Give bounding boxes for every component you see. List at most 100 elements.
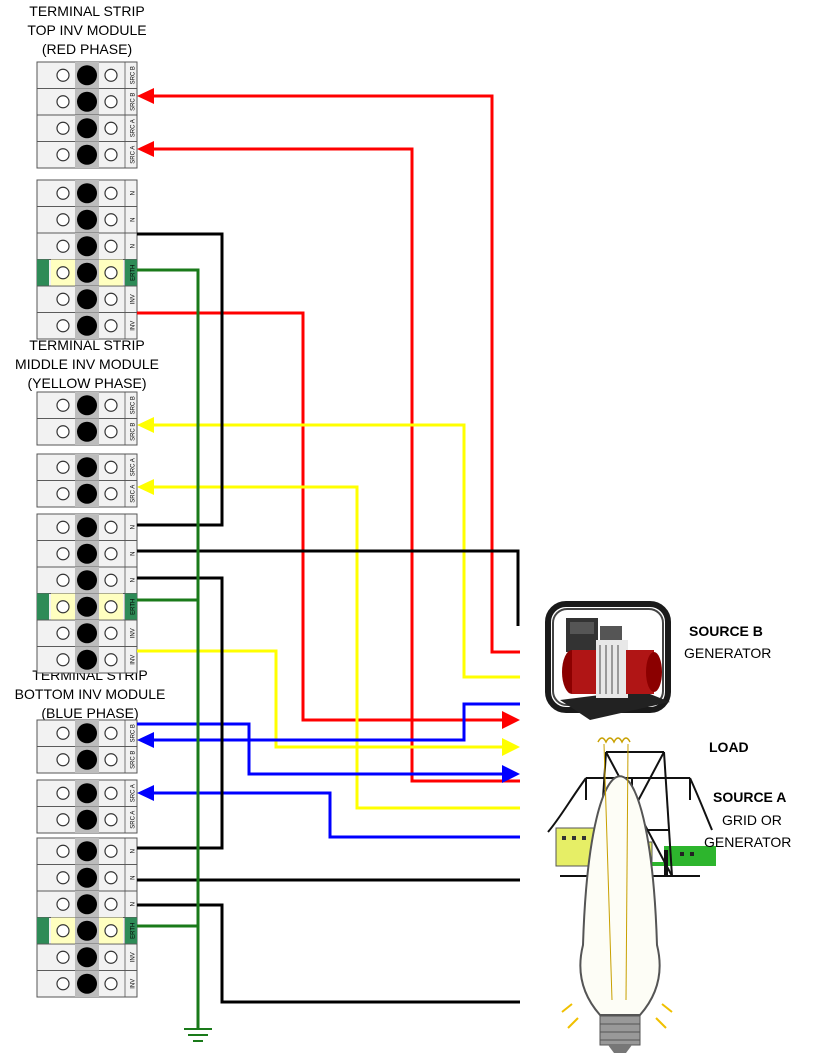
terminal-hole-icon [77,973,97,994]
screw-icon [104,487,118,501]
terminal-label: SRC B [131,93,137,111]
terminal-row-src-b: SRC B [36,719,138,747]
terminal-label: N [131,218,137,222]
screw-icon [56,239,70,253]
screw-icon [104,68,118,82]
terminal-hole-icon [77,457,97,478]
terminal-row-src-a: SRC A [36,806,138,834]
terminal-row-n: N [36,837,138,865]
terminal-label: SRC B [131,396,137,414]
screw-icon [104,626,118,640]
terminal-hole-icon [77,649,97,670]
top-module-title-line-1: TERMINAL STRIP [29,3,144,19]
screw-icon [56,626,70,640]
terminal-hole-icon [77,289,97,310]
terminal-hole-icon [77,183,97,204]
screw-icon [56,600,70,614]
terminal-row-src-b: SRC B [36,746,138,774]
terminal-label: INV [131,979,137,989]
terminal-label: N [131,525,137,529]
screw-icon [104,425,118,439]
terminal-row-inv: INV [36,646,138,674]
load-label: LOAD [709,739,749,755]
top-module-title: TERMINAL STRIP TOP INV MODULE (RED PHASE… [27,3,146,57]
terminal-hole-icon [77,144,97,165]
screw-icon [104,600,118,614]
screw-icon [104,547,118,561]
terminal-label: SRC B [131,66,137,84]
terminal-hole-icon [77,570,97,591]
terminal-label: N [131,902,137,906]
terminal-row-erth: ERTH [36,593,138,621]
top-module-title-line-2: TOP INV MODULE [27,22,146,38]
terminal-row-src-b: SRC B [36,418,138,446]
wire-red-source-a [150,147,520,783]
terminal-label: N [131,244,137,248]
screw-icon [104,319,118,333]
terminal-hole-icon [77,947,97,968]
wire-yellow-source-a [150,485,520,810]
source-a-line-2: GRID OR [722,812,782,828]
arrow-red-top-src-b [137,88,154,104]
arrow-blue-load [502,765,520,783]
screw-icon [56,95,70,109]
terminal-label: INV [131,321,137,331]
screw-icon [56,487,70,501]
wires [137,94,520,1028]
screw-icon [56,319,70,333]
screw-icon [56,398,70,412]
screw-icon [104,924,118,938]
terminal-label: N [131,552,137,556]
terminal-row-inv: INV [36,285,138,313]
light-bulb-icon [561,737,673,1053]
terminal-hole-icon [77,841,97,862]
screw-icon [56,213,70,227]
terminal-row-inv: INV [36,943,138,971]
generator-icon [545,601,671,720]
screw-icon [104,95,118,109]
terminal-label: ERTH [131,265,137,281]
screw-icon [104,398,118,412]
arrow-red-load [502,711,520,729]
terminal-hole-icon [77,596,97,617]
screw-icon [104,121,118,135]
top-module-title-line-3: (RED PHASE) [42,41,132,57]
screw-icon [104,977,118,991]
terminal-label: INV [131,655,137,665]
terminal-hole-icon [77,91,97,112]
source-a-label: SOURCE A GRID OR GENERATOR [704,789,791,850]
screw-icon [56,68,70,82]
terminal-label: SRC B [131,724,137,742]
wire-neutral-bottom-to-load [137,903,520,1004]
screw-icon [104,871,118,885]
bottom-module-title-line-3: (BLUE PHASE) [41,705,138,721]
terminal-hole-icon [77,723,97,744]
wire-blue-source-a [150,791,520,839]
screw-icon [56,726,70,740]
bottom-module-title: TERMINAL STRIP BOTTOM INV MODULE (BLUE P… [15,667,166,721]
screw-icon [104,786,118,800]
middle-module-title: TERMINAL STRIP MIDDLE INV MODULE (YELLOW… [15,337,159,391]
source-b-label: SOURCE B GENERATOR [684,623,771,661]
arrow-red-top-src-a [137,141,154,157]
ground-symbol-icon [184,1028,212,1042]
arrow-blue-bottom-src-a [137,785,154,801]
screw-icon [56,786,70,800]
terminal-row-n: N [36,566,138,594]
wire-red-load [137,311,505,722]
screw-icon [104,653,118,667]
screw-icon [104,460,118,474]
screw-icon [56,460,70,474]
terminal-hole-icon [77,236,97,257]
screw-icon [56,813,70,827]
terminal-hole-icon [77,920,97,941]
screw-icon [56,573,70,587]
terminal-hole-icon [77,517,97,538]
terminal-hole-icon [77,483,97,504]
terminal-row-n: N [36,179,138,207]
middle-module-title-line-2: MIDDLE INV MODULE [15,356,159,372]
arrow-yellow-middle-src-b [137,417,154,433]
